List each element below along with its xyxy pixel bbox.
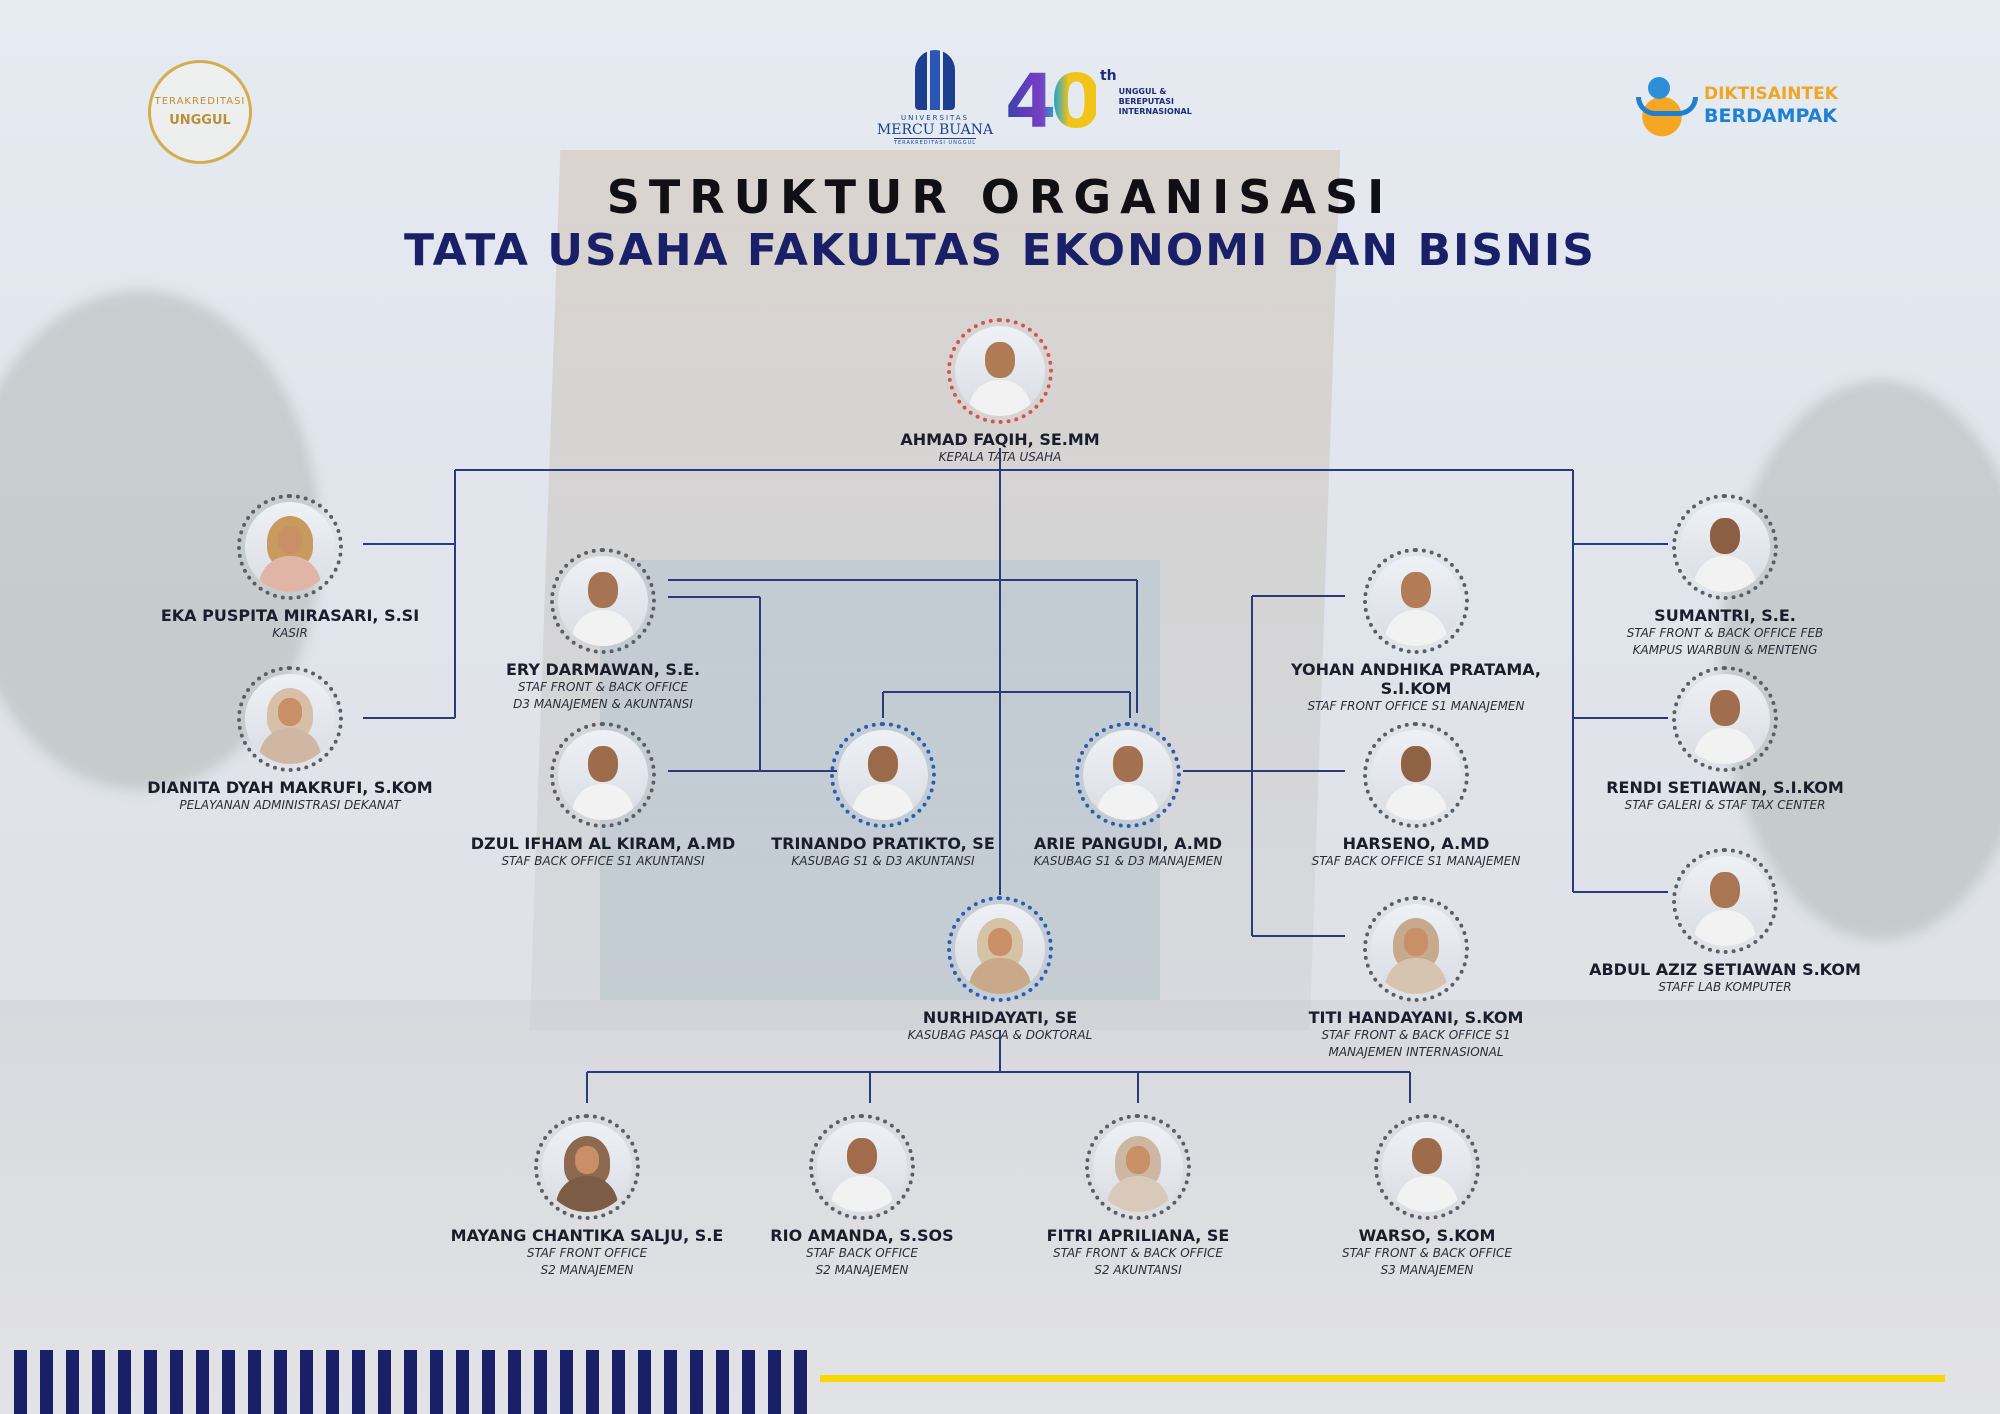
mercu-buana-logo: UNIVERSITAS MERCU BUANA TERAKREDITASI UN… bbox=[870, 50, 1000, 155]
accreditation-seal-logo: TERAKREDITASI UNGGUL bbox=[148, 60, 252, 164]
seal-arc-text: TERAKREDITASI bbox=[154, 96, 246, 107]
decorative-stripes bbox=[14, 1350, 814, 1414]
person-role: STAF FRONT & BACK OFFICE S2 AKUNTANSI bbox=[1052, 1246, 1223, 1277]
person-photo bbox=[947, 318, 1053, 424]
person-photo bbox=[237, 666, 343, 772]
person-name: MAYANG CHANTIKA SALJU, S.E bbox=[450, 1226, 724, 1245]
person-role: STAF FRONT & BACK OFFICE FEB KAMPUS WARB… bbox=[1626, 626, 1824, 657]
person-role: STAF FRONT & BACK OFFICE S1 MANAJEMEN IN… bbox=[1321, 1028, 1511, 1059]
diktisaintek-emblem-icon bbox=[1630, 73, 1698, 137]
diktisaintek-line1: DIKTISAINTEK bbox=[1704, 84, 1838, 104]
person-card-ery: ERY DARMAWAN, S.E. STAF FRONT & BACK OFF… bbox=[443, 548, 763, 713]
person-name: ARIE PANGUDI, A.MD bbox=[1033, 834, 1223, 853]
person-photo bbox=[947, 896, 1053, 1002]
person-role: STAF BACK OFFICE S1 AKUNTANSI bbox=[501, 854, 705, 868]
person-name: DIANITA DYAH MAKRUFI, S.KOM bbox=[147, 778, 433, 797]
person-photo bbox=[809, 1114, 915, 1220]
person-role: KASUBAG PASCA & DOKTORAL bbox=[907, 1028, 1093, 1042]
person-photo bbox=[1363, 722, 1469, 828]
person-card-dzul: DZUL IFHAM AL KIRAM, A.MD STAF BACK OFFI… bbox=[443, 722, 763, 870]
person-role: STAF BACK OFFICE S1 MANAJEMEN bbox=[1311, 854, 1521, 868]
person-card-head: AHMAD FAQIH, SE.MM KEPALA TATA USAHA bbox=[840, 318, 1160, 466]
university-tagline: TERAKREDITASI UNGGUL bbox=[893, 138, 977, 146]
person-role: STAF FRONT OFFICE S1 MANAJEMEN bbox=[1307, 699, 1525, 713]
person-card-rendi: RENDI SETIAWAN, S.I.KOM STAF GALERI & ST… bbox=[1565, 666, 1885, 814]
diktisaintek-logo: DIKTISAINTEK BERDAMPAK bbox=[1630, 70, 1850, 140]
person-photo bbox=[237, 494, 343, 600]
person-role: PELAYANAN ADMINISTRASI DEKANAT bbox=[179, 798, 401, 812]
person-photo bbox=[550, 722, 656, 828]
person-name: SUMANTRI, S.E. bbox=[1654, 606, 1796, 625]
person-photo bbox=[1672, 494, 1778, 600]
person-card-rio: RIO AMANDA, S.SOS STAF BACK OFFICE S2 MA… bbox=[702, 1114, 1022, 1279]
person-role: KASIR bbox=[272, 626, 308, 640]
person-card-fitri: FITRI APRILIANA, SE STAF FRONT & BACK OF… bbox=[978, 1114, 1298, 1279]
person-role: STAF FRONT & BACK OFFICE S3 MANAJEMEN bbox=[1341, 1246, 1512, 1277]
person-photo bbox=[830, 722, 936, 828]
person-name: NURHIDAYATI, SE bbox=[922, 1008, 1078, 1027]
person-card-abdul: ABDUL AZIZ SETIAWAN S.KOM STAFF LAB KOMP… bbox=[1565, 848, 1885, 996]
person-photo bbox=[1363, 896, 1469, 1002]
person-card-eka: EKA PUSPITA MIRASARI, S.SI KASIR bbox=[130, 494, 450, 642]
university-small-text: UNIVERSITAS bbox=[901, 114, 969, 122]
page-title: STRUKTUR ORGANISASI bbox=[606, 170, 1394, 224]
person-card-yohan: YOHAN ANDHIKA PRATAMA, S.I.KOM STAF FRON… bbox=[1256, 548, 1576, 715]
person-role: STAFF LAB KOMPUTER bbox=[1658, 980, 1792, 994]
person-role: KASUBAG S1 & D3 MANAJEMEN bbox=[1033, 854, 1223, 868]
anniversary-tagline: UNGGUL & BEREPUTASI INTERNASIONAL bbox=[1118, 87, 1192, 116]
anniversary-suffix: th bbox=[1099, 68, 1117, 84]
person-role: STAF BACK OFFICE S2 MANAJEMEN bbox=[805, 1246, 919, 1277]
person-card-mayang: MAYANG CHANTIKA SALJU, S.E STAF FRONT OF… bbox=[427, 1114, 747, 1279]
person-card-harseno: HARSENO, A.MD STAF BACK OFFICE S1 MANAJE… bbox=[1256, 722, 1576, 870]
person-name: FITRI APRILIANA, SE bbox=[1046, 1226, 1230, 1245]
person-card-titi: TITI HANDAYANI, S.KOM STAF FRONT & BACK … bbox=[1256, 896, 1576, 1061]
anniversary-number: 40 bbox=[1005, 59, 1102, 145]
person-name: ERY DARMAWAN, S.E. bbox=[505, 660, 701, 679]
person-name: TRINANDO PRATIKTO, SE bbox=[771, 834, 995, 853]
person-photo bbox=[1075, 722, 1181, 828]
person-name: TITI HANDAYANI, S.KOM bbox=[1308, 1008, 1524, 1027]
person-photo bbox=[1363, 548, 1469, 654]
person-photo bbox=[550, 548, 656, 654]
person-name: EKA PUSPITA MIRASARI, S.SI bbox=[160, 606, 420, 625]
person-role: STAF FRONT & BACK OFFICE D3 MANAJEMEN & … bbox=[513, 680, 693, 711]
person-name: RENDI SETIAWAN, S.I.KOM bbox=[1606, 778, 1844, 797]
mercu-buana-emblem-icon bbox=[915, 50, 955, 110]
person-card-dianita: DIANITA DYAH MAKRUFI, S.KOM PELAYANAN AD… bbox=[130, 666, 450, 814]
university-name: MERCU BUANA bbox=[876, 122, 994, 138]
person-name: HARSENO, A.MD bbox=[1342, 834, 1490, 853]
decorative-yellow-line bbox=[820, 1375, 1945, 1382]
person-name: AHMAD FAQIH, SE.MM bbox=[900, 430, 1100, 449]
person-card-warso: WARSO, S.KOM STAF FRONT & BACK OFFICE S3… bbox=[1267, 1114, 1587, 1279]
person-card-sumantri: SUMANTRI, S.E. STAF FRONT & BACK OFFICE … bbox=[1565, 494, 1885, 659]
page-subtitle: TATA USAHA FAKULTAS EKONOMI DAN BISNIS bbox=[404, 225, 1596, 276]
seal-label: UNGGUL bbox=[169, 113, 231, 128]
person-photo bbox=[1085, 1114, 1191, 1220]
person-card-arie: ARIE PANGUDI, A.MD KASUBAG S1 & D3 MANAJ… bbox=[968, 722, 1288, 870]
person-name: WARSO, S.KOM bbox=[1358, 1226, 1496, 1245]
person-photo bbox=[1672, 848, 1778, 954]
person-name: RIO AMANDA, S.SOS bbox=[770, 1226, 954, 1245]
person-photo bbox=[1374, 1114, 1480, 1220]
background-tree-right bbox=[1720, 380, 2000, 940]
person-role: STAF GALERI & STAF TAX CENTER bbox=[1624, 798, 1826, 812]
person-role: KEPALA TATA USAHA bbox=[938, 450, 1062, 464]
person-photo bbox=[1672, 666, 1778, 772]
person-name: ABDUL AZIZ SETIAWAN S.KOM bbox=[1589, 960, 1861, 979]
person-photo bbox=[534, 1114, 640, 1220]
person-card-nurhidayati: NURHIDAYATI, SE KASUBAG PASCA & DOKTORAL bbox=[840, 896, 1160, 1044]
diktisaintek-line2: BERDAMPAK bbox=[1704, 105, 1838, 127]
anniversary-logo: 40 th UNGGUL & BEREPUTASI INTERNASIONAL bbox=[1005, 59, 1192, 145]
person-name: DZUL IFHAM AL KIRAM, A.MD bbox=[470, 834, 736, 853]
person-role: STAF FRONT OFFICE S2 MANAJEMEN bbox=[526, 1246, 648, 1277]
person-role: KASUBAG S1 & D3 AKUNTANSI bbox=[791, 854, 975, 868]
person-card-trinando: TRINANDO PRATIKTO, SE KASUBAG S1 & D3 AK… bbox=[723, 722, 1043, 870]
person-name: YOHAN ANDHIKA PRATAMA, S.I.KOM bbox=[1290, 660, 1542, 698]
